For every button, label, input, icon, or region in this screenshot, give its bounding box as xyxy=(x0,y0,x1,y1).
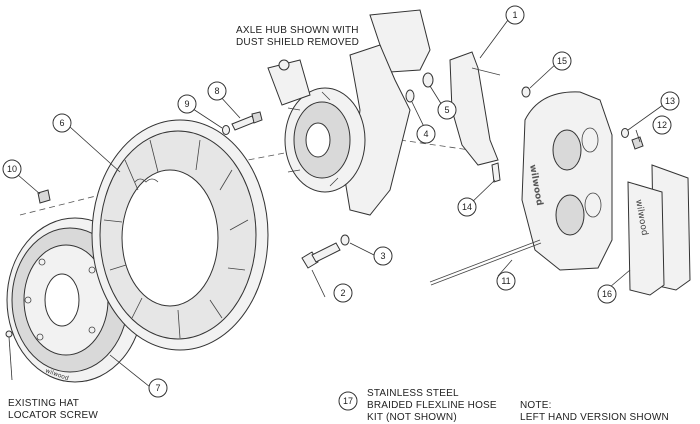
svg-text:12: 12 xyxy=(657,120,667,130)
spacer-washer-4 xyxy=(405,89,415,103)
callout-1: 1 xyxy=(505,5,525,25)
axle-hub-note-line1: AXLE HUB SHOWN WITH xyxy=(236,25,359,36)
brake-pads: wilwood xyxy=(627,164,691,296)
caliper-washer xyxy=(621,128,629,138)
callout-16: 16 xyxy=(597,284,617,304)
version-note-line2: LEFT HAND VERSION SHOWN xyxy=(520,412,669,423)
version-note-line1: NOTE: xyxy=(520,400,552,411)
version-note: NOTE: LEFT HAND VERSION SHOWN xyxy=(520,400,669,424)
callout-14: 14 xyxy=(457,197,477,217)
stud-washer xyxy=(222,125,230,135)
callout-13: 13 xyxy=(660,91,680,111)
svg-text:16: 16 xyxy=(602,289,612,299)
callout-17: 17 xyxy=(338,391,358,411)
callout-6: 6 xyxy=(52,113,72,133)
caliper-pin xyxy=(429,239,542,286)
svg-text:5: 5 xyxy=(444,105,449,115)
hose-kit-note: STAINLESS STEEL BRAIDED FLEXLINE HOSE KI… xyxy=(367,388,497,424)
bracket-washer xyxy=(521,86,531,98)
axle-hub-note-line2: DUST SHIELD REMOVED xyxy=(236,37,360,48)
brake-rotor xyxy=(91,119,269,351)
bracket-bolt xyxy=(491,162,501,183)
svg-text:8: 8 xyxy=(214,86,219,96)
caliper-nut xyxy=(631,136,644,150)
axis-line-right xyxy=(399,139,471,151)
callout-2: 2 xyxy=(333,283,353,303)
callout-5: 5 xyxy=(437,100,457,120)
svg-text:15: 15 xyxy=(557,56,567,66)
svg-text:17: 17 xyxy=(343,396,353,406)
svg-text:3: 3 xyxy=(380,251,385,261)
svg-text:7: 7 xyxy=(155,383,160,393)
hat-screw-note: EXISTING HAT LOCATOR SCREW xyxy=(8,398,98,422)
brake-caliper: wilwood xyxy=(521,91,613,271)
callout-7: 7 xyxy=(148,378,168,398)
hat-screw-note-line1: EXISTING HAT xyxy=(8,398,80,409)
callout-3: 3 xyxy=(373,246,393,266)
svg-text:11: 11 xyxy=(501,276,510,286)
svg-text:2: 2 xyxy=(340,288,345,298)
leader-lines xyxy=(17,19,664,388)
callout-10: 10 xyxy=(2,159,22,179)
callout-9: 9 xyxy=(177,94,197,114)
axle-hub-note: AXLE HUB SHOWN WITH DUST SHIELD REMOVED xyxy=(236,25,359,49)
svg-text:10: 10 xyxy=(7,164,17,174)
axle-hub xyxy=(267,9,431,216)
svg-text:4: 4 xyxy=(423,129,428,139)
bolt-washer xyxy=(340,234,350,246)
svg-text:9: 9 xyxy=(184,99,189,109)
spacer-washer-5 xyxy=(422,72,434,88)
hose-kit-note-line1: STAINLESS STEEL xyxy=(367,388,459,399)
callout-15: 15 xyxy=(552,51,572,71)
svg-text:13: 13 xyxy=(665,96,675,106)
callout-11: 11 xyxy=(496,271,516,291)
hat-screw-note-line2: LOCATOR SCREW xyxy=(8,410,99,421)
svg-text:1: 1 xyxy=(512,10,517,20)
callout-8: 8 xyxy=(207,81,227,101)
callout-4: 4 xyxy=(416,124,436,144)
mounting-bolt xyxy=(301,242,341,269)
svg-text:6: 6 xyxy=(59,118,64,128)
caliper-bracket xyxy=(449,51,501,166)
svg-text:14: 14 xyxy=(462,202,472,212)
stud-bolt xyxy=(231,111,263,131)
hose-kit-note-line2: BRAIDED FLEXLINE HOSE xyxy=(367,400,497,411)
hat-locator-screw xyxy=(5,330,13,381)
hat-locator-nut xyxy=(37,189,51,204)
callout-12: 12 xyxy=(652,115,672,135)
hose-kit-note-line3: KIT (NOT SHOWN) xyxy=(367,412,457,423)
